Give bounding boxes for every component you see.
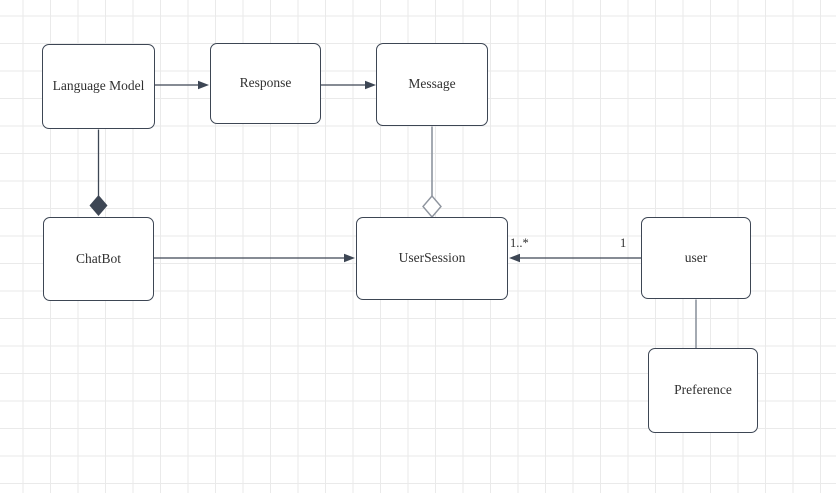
class-node-label: UserSession xyxy=(398,250,466,266)
filled-diamond-icon xyxy=(89,195,108,216)
class-node-chatbot[interactable]: ChatBot xyxy=(43,217,154,301)
class-node-label: Message xyxy=(408,76,456,92)
hollow-diamond-icon xyxy=(422,194,442,219)
edge-languagemodel-response[interactable] xyxy=(155,80,209,90)
arrowhead-icon xyxy=(509,253,520,263)
edge-response-message[interactable] xyxy=(321,80,376,90)
class-node-label: Response xyxy=(239,75,292,91)
arrowhead-icon xyxy=(198,80,209,90)
class-node-message[interactable]: Message xyxy=(376,43,488,126)
class-node-user[interactable]: user xyxy=(641,217,751,299)
class-node-usersession[interactable]: UserSession xyxy=(356,217,508,300)
class-node-language-model[interactable]: Language Model xyxy=(42,44,155,129)
edge-message-usersession-aggregation[interactable] xyxy=(422,126,442,219)
multiplicity-label-user-end: 1 xyxy=(620,236,627,250)
class-node-response[interactable]: Response xyxy=(210,43,321,124)
arrowhead-icon xyxy=(365,80,376,90)
class-node-label: Preference xyxy=(674,382,732,398)
edge-chatbot-usersession[interactable] xyxy=(154,253,355,263)
edge-user-usersession[interactable] xyxy=(509,253,641,263)
class-node-label: user xyxy=(684,249,708,265)
edge-languagemodel-chatbot-composition[interactable] xyxy=(89,129,108,217)
class-node-preference[interactable]: Preference xyxy=(648,348,758,433)
class-node-label: ChatBot xyxy=(75,250,121,266)
arrowhead-icon xyxy=(344,253,355,263)
class-node-label: Language Model xyxy=(52,78,145,94)
multiplicity-label-usersession-end: 1..* xyxy=(510,236,529,250)
